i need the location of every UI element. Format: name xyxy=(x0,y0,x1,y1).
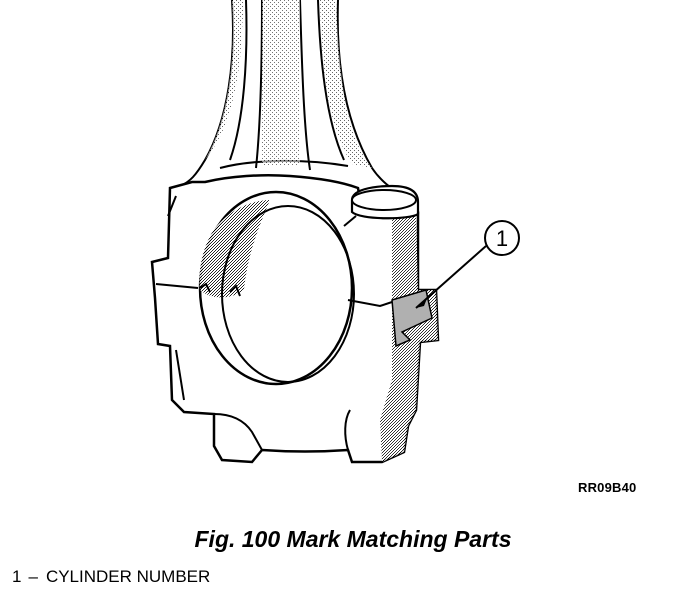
rod-left-shading xyxy=(205,0,244,160)
legend-item-number: 1 xyxy=(12,567,22,586)
legend: 1–CYLINDER NUMBER xyxy=(12,567,210,587)
rod-shank-shading xyxy=(262,0,300,165)
callout-circle xyxy=(484,220,520,256)
bolt-head xyxy=(350,184,420,220)
callout-leader-line xyxy=(415,245,487,309)
callout-arrowhead xyxy=(416,296,428,308)
figure-caption: Fig. 100 Mark Matching Parts xyxy=(194,526,512,552)
legend-item-label: CYLINDER NUMBER xyxy=(45,567,211,586)
legend-item-separator: – xyxy=(28,567,38,586)
legend-item: 1–CYLINDER NUMBER xyxy=(12,567,210,587)
rod-right-shading xyxy=(320,0,372,168)
figure-code: RR09B40 xyxy=(578,480,637,495)
callout-number: 1 xyxy=(496,226,508,251)
bore-shading xyxy=(199,200,270,298)
connecting-rod-illustration: 1 RR09B40 xyxy=(150,0,637,495)
rod-shank xyxy=(179,0,403,195)
cap-detail-lines xyxy=(167,195,357,451)
bearing-bore xyxy=(198,190,355,386)
